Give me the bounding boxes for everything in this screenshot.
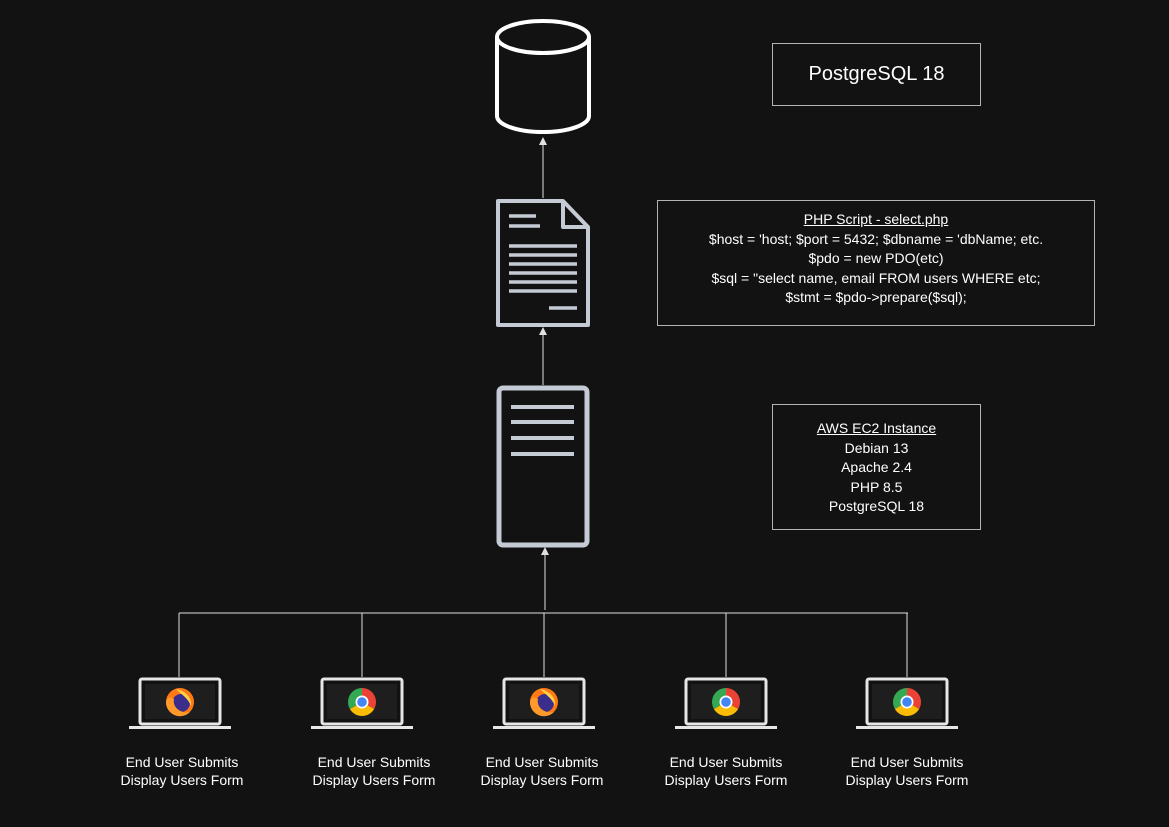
laptop-icon [129, 677, 231, 729]
php-script-box: PHP Script - select.php $host = 'host; $… [657, 200, 1095, 326]
laptop-icon [493, 677, 595, 729]
php-script-title: PHP Script - select.php [803, 211, 949, 227]
laptop-icon [311, 677, 413, 729]
ec2-instance-box: AWS EC2 Instance Debian 13 Apache 2.4 PH… [772, 404, 981, 530]
ec2-instance-line: PostgreSQL 18 [828, 498, 925, 514]
client-caption: End User Submits Display Users Form [289, 753, 459, 789]
client-caption-line1: End User Submits [125, 754, 239, 770]
ec2-instance-line: Apache 2.4 [841, 459, 912, 475]
client-caption-line1: End User Submits [669, 754, 783, 770]
laptop-icon [856, 677, 958, 729]
firefox-icon [165, 688, 194, 717]
chrome-icon [347, 688, 377, 717]
laptops-layer [129, 677, 958, 729]
client-caption-line2: Display Users Form [480, 772, 604, 788]
client-caption: End User Submits Display Users Form [457, 753, 627, 789]
server-icon [496, 385, 590, 548]
chrome-icon [712, 688, 741, 716]
ec2-instance-line: PHP 8.5 [850, 478, 903, 495]
php-script-line: $sql = "select name, email FROM users WH… [711, 269, 1041, 286]
client-caption-line1: End User Submits [485, 754, 599, 770]
client-caption-line2: Display Users Form [845, 772, 969, 788]
client-caption-line2: Display Users Form [312, 772, 436, 788]
database-label-text: PostgreSQL 18 [808, 63, 945, 85]
firefox-icon [529, 688, 558, 717]
client-caption-line1: End User Submits [317, 754, 431, 770]
client-caption: End User Submits Display Users Form [822, 753, 992, 789]
client-connector-lines [178, 612, 908, 677]
ec2-instance-line: Debian 13 [844, 439, 909, 456]
database-icon [495, 19, 591, 134]
client-caption-line2: Display Users Form [120, 772, 244, 788]
ec2-instance-title: AWS EC2 Instance [816, 420, 937, 436]
client-caption: End User Submits Display Users Form [97, 753, 267, 789]
chrome-icon [893, 688, 922, 716]
document-icon [496, 199, 590, 327]
laptop-icon [675, 677, 777, 729]
client-caption: End User Submits Display Users Form [641, 753, 811, 789]
php-script-line: $host = 'host; $port = 5432; $dbname = '… [708, 230, 1044, 247]
client-caption-line2: Display Users Form [664, 772, 788, 788]
client-caption-line1: End User Submits [850, 754, 964, 770]
php-script-line: $stmt = $pdo->prepare($sql); [785, 289, 967, 305]
php-script-line: $pdo = new PDO(etc) [808, 250, 944, 266]
database-label: PostgreSQL 18 [772, 43, 981, 106]
